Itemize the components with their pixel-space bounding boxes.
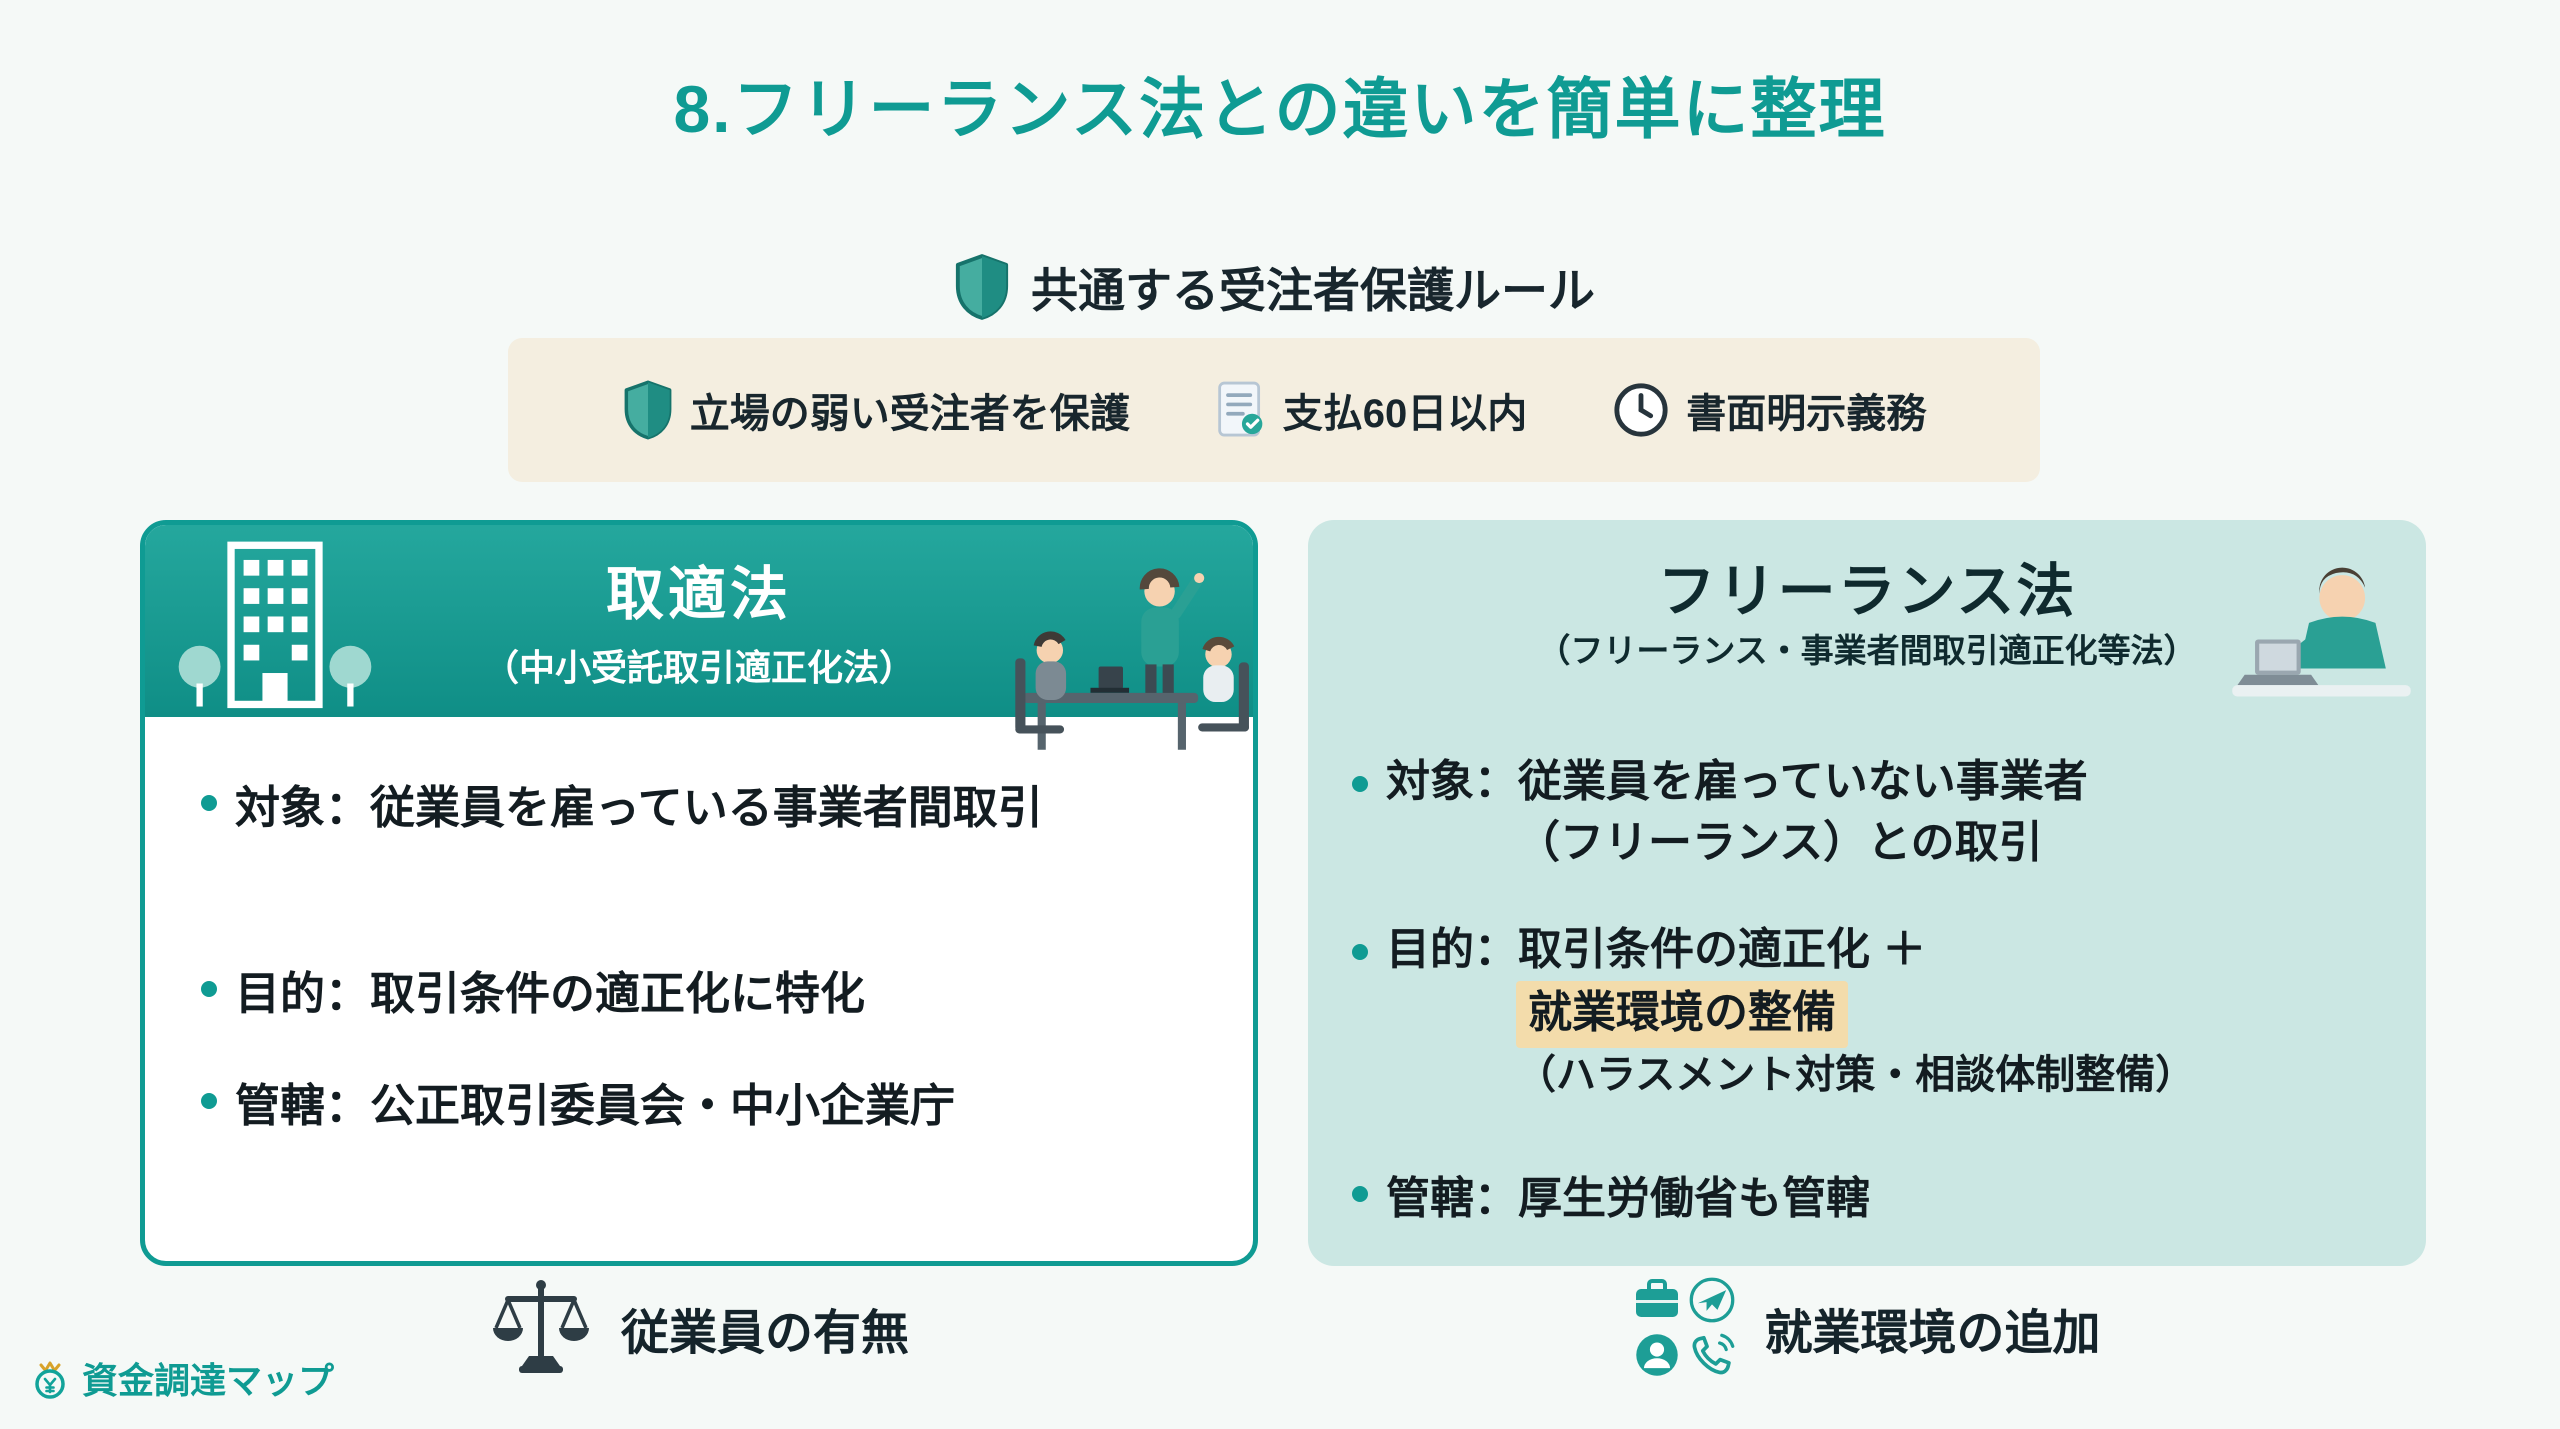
rule-item-label: 支払60日以内 [1282, 392, 1528, 436]
work-environment-icons [1633, 1276, 1736, 1379]
bullet-dot [1352, 944, 1368, 960]
freelance-card-subtitle: （フリーランス・事業者間取引適正化等法） [1537, 632, 2197, 669]
person-icon [1633, 1331, 1681, 1379]
freelancer-laptop-illustration [2226, 544, 2418, 736]
meeting-illustration [997, 559, 1251, 781]
left-bullet-jurisdiction-text: 管轄：公正取引委員会・中小企業庁 [235, 1080, 956, 1131]
rule-item-label: 立場の弱い受注者を保護 [689, 392, 1130, 436]
highlighted-text: 就業環境の整備 [1516, 980, 1848, 1049]
common-rules-heading: 共通する受注者保護ルール [508, 252, 2040, 321]
shield-icon [622, 379, 674, 441]
bullet-dot [1352, 776, 1368, 792]
torisekiho-card: 取適法 （中小受託取引適正化法） [140, 520, 1258, 1266]
rule-item-disclosure: 書面明示義務 [1612, 381, 1926, 439]
phone-icon [1688, 1331, 1736, 1379]
right-bullet-target: 対象：従業員を雇っていない事業者 （フリーランス）との取引 [1352, 752, 2088, 873]
scale-icon [489, 1276, 593, 1380]
rule-item-protect: 立場の弱い受注者を保護 [622, 379, 1130, 441]
left-bullet-jurisdiction: 管轄：公正取引委員会・中小企業庁 [201, 1069, 955, 1134]
right-bullet-target-line2: （フリーランス）との取引 [1516, 817, 2043, 867]
right-bullet-purpose-line3: （ハラスメント対策・相談体制整備） [1516, 1053, 2196, 1098]
right-bullet-jurisdiction-text: 管轄：厚生労働省も管轄 [1386, 1174, 1870, 1223]
rule-item-payment: 支払60日以内 [1215, 380, 1528, 440]
document-check-icon [1215, 380, 1267, 440]
right-bullet-purpose-line1: 目的：取引条件の適正化 ＋ [1386, 925, 1927, 974]
bullet-dot [201, 1093, 217, 1109]
left-bullet-purpose-text: 目的：取引条件の適正化に特化 [235, 968, 866, 1019]
page-title: 8.フリーランス法との違いを簡単に整理 [673, 72, 1887, 146]
left-bullet-target: 対象：従業員を雇っている事業者間取引 [201, 771, 1043, 836]
right-bullet-jurisdiction: 管轄：厚生労働省も管轄 [1352, 1162, 1870, 1226]
footer-right-label: 就業環境の追加 [1764, 1306, 2101, 1360]
freelance-law-card: フリーランス法 （フリーランス・事業者間取引適正化等法） 対象：従業員を雇ってい… [1308, 520, 2426, 1266]
shield-icon [953, 253, 1011, 321]
plane-icon [1688, 1276, 1736, 1324]
rule-item-label: 書面明示義務 [1686, 392, 1927, 436]
site-logo-text: 資金調達マップ [82, 1360, 335, 1401]
footer-left-group: 従業員の有無 [140, 1276, 1258, 1380]
bullet-dot [1352, 1186, 1368, 1202]
clock-icon [1612, 381, 1670, 439]
building-icon [169, 539, 381, 717]
common-rules-heading-text: 共通する受注者保護ルール [1031, 264, 1595, 317]
torisekiho-card-header: 取適法 （中小受託取引適正化法） [145, 525, 1253, 717]
site-logo: 資金調達マップ [28, 1352, 334, 1404]
left-bullet-target-text: 対象：従業員を雇っている事業者間取引 [235, 782, 1043, 833]
bullet-dot [201, 795, 217, 811]
torisekiho-card-subtitle: （中小受託取引適正化法） [482, 646, 915, 688]
bullet-dot [201, 981, 217, 997]
footer-left-label: 従業員の有無 [620, 1307, 909, 1360]
coin-crown-icon [28, 1356, 72, 1400]
briefcase-icon [1633, 1276, 1681, 1324]
common-rules-box: 立場の弱い受注者を保護 支払60日以内 [508, 338, 2040, 482]
right-bullet-purpose: 目的：取引条件の適正化 ＋ 就業環境の整備 （ハラスメント対策・相談体制整備） [1352, 920, 2195, 1104]
right-bullet-purpose-line2: 就業環境の整備 [1516, 980, 2195, 1049]
right-bullet-target-line1: 対象：従業員を雇っていない事業者 [1386, 757, 2088, 806]
torisekiho-card-title: 取適法 [605, 561, 792, 627]
freelance-card-title: フリーランス法 [1657, 559, 2077, 624]
left-bullet-purpose: 目的：取引条件の適正化に特化 [201, 957, 865, 1022]
footer-right-group: 就業環境の追加 [1308, 1276, 2426, 1379]
